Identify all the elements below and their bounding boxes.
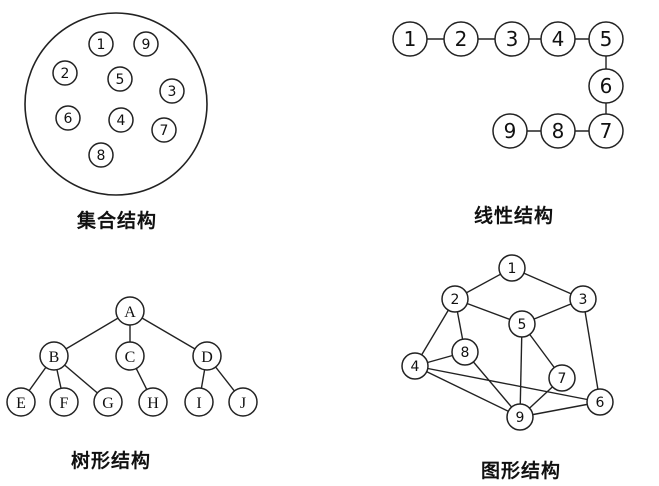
linear-node-2: 2 [443,21,479,57]
set-node-5: 5 [107,66,133,92]
tree-node-G: G [93,387,123,417]
tree-node-label: G [102,395,114,412]
linear-node-6: 6 [588,68,624,104]
set-node-7: 7 [151,117,177,143]
graph-node-label: 1 [508,261,517,277]
set-node-label: 1 [97,37,106,53]
set-node-6: 6 [55,105,81,131]
graph-node-label: 8 [461,345,470,361]
set-node-label: 3 [168,84,177,100]
tree-node-label: B [49,349,60,366]
set-node-3: 3 [159,78,185,104]
graph-node-label: 3 [579,292,588,308]
graph-node-label: 6 [596,395,605,411]
graph-node-6: 6 [586,388,614,416]
linear-node-label: 6 [600,74,613,98]
tree-node-label: C [125,349,136,366]
graph-edge-4-9 [414,365,521,418]
linear-node-9: 9 [492,113,528,149]
graph-node-7: 7 [548,364,576,392]
set-node-label: 6 [64,111,73,127]
linear-node-7: 7 [588,113,624,149]
graph-node-label: 9 [516,410,525,426]
tree-structure: A B C D E F G H I J [6,296,258,417]
graph-node-label: 5 [518,317,527,333]
tree-node-label: J [240,395,246,412]
linear-node-3: 3 [494,21,530,57]
set-node-label: 7 [160,123,169,139]
graph-node-3: 3 [569,285,597,313]
tree-node-I: I [184,387,214,417]
set-node-label: 5 [116,72,125,88]
set-node-label: 4 [117,113,126,129]
linear-node-label: 5 [600,27,613,51]
linear-node-label: 9 [504,119,517,143]
set-node-label: 9 [142,37,151,53]
linear-node-label: 8 [552,119,565,143]
graph-node-9: 9 [506,403,534,431]
tree-node-label: A [124,304,136,321]
linear-node-label: 7 [600,119,613,143]
graph-edge-8-9 [464,351,521,418]
graph-edge-5-9 [519,323,523,418]
set-boundary [24,12,208,196]
set-node-2: 2 [52,60,78,86]
tree-node-label: F [60,395,69,412]
graph-node-label: 2 [451,292,460,308]
tree-node-D: D [192,341,222,371]
set-node-1: 1 [88,31,114,57]
graph-node-2: 2 [441,285,469,313]
graph-node-1: 1 [498,254,526,282]
set-node-9: 9 [133,31,159,57]
tree-edge-A-D [129,310,208,357]
tree-node-label: H [147,395,159,412]
set-node-8: 8 [88,142,114,168]
tree-node-J: J [228,387,258,417]
graph-edge-3-6 [582,298,601,403]
caption-graph-structure: 图形结构 [481,460,562,482]
graph-edges [414,267,601,418]
graph-structure: 1 2 3 4 5 6 7 8 9 [401,254,614,431]
graph-node-8: 8 [451,338,479,366]
tree-node-F: F [49,387,79,417]
tree-node-C: C [115,341,145,371]
tree-node-label: I [196,395,201,412]
tree-node-label: E [16,395,26,412]
tree-node-B: B [39,341,69,371]
linear-node-5: 5 [588,21,624,57]
graph-node-label: 4 [411,359,420,375]
set-node-label: 8 [97,148,106,164]
caption-tree-structure: 树形结构 [71,450,152,472]
tree-node-E: E [6,387,36,417]
tree-node-H: H [138,387,168,417]
set-node-label: 2 [61,66,70,82]
linear-node-8: 8 [540,113,576,149]
linear-node-label: 4 [552,27,565,51]
linear-node-label: 3 [506,27,519,51]
caption-linear-structure: 线性结构 [474,205,555,227]
set-node-4: 4 [108,107,134,133]
graph-edge-4-6 [414,365,601,403]
linear-node-1: 1 [392,21,428,57]
tree-node-label: D [201,349,213,366]
linear-node-label: 1 [404,27,417,51]
linear-node-label: 2 [455,27,468,51]
linear-structure: 1 2 3 4 5 6 7 8 9 [392,21,624,149]
caption-set-structure: 集合结构 [77,210,158,232]
linear-node-4: 4 [540,21,576,57]
graph-node-5: 5 [508,310,536,338]
set-structure: 1 9 2 5 3 6 4 7 8 [52,31,185,168]
tree-node-A: A [115,296,145,326]
graph-node-label: 7 [558,371,567,387]
graph-node-4: 4 [401,352,429,380]
